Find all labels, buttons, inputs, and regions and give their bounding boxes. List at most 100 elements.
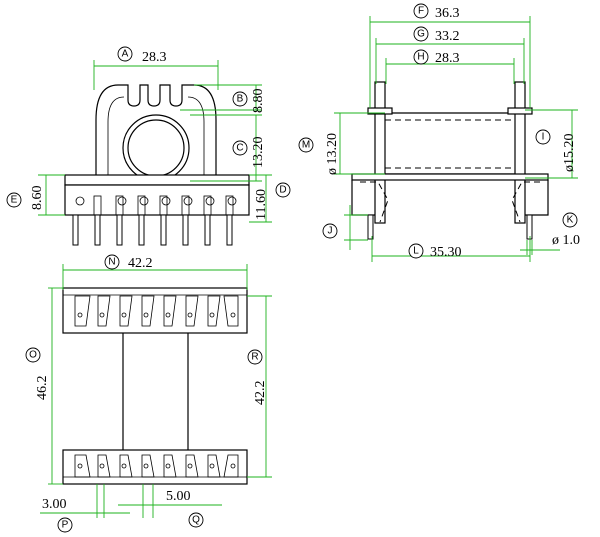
- dim-n-value: 42.2: [128, 256, 153, 271]
- dim-j: J: [322, 205, 368, 250]
- dim-p-value: 3.00: [42, 497, 67, 512]
- front-core-inner: [127, 119, 185, 177]
- marker-q: [188, 512, 204, 528]
- marker-q-letter: Q: [192, 515, 200, 526]
- pin: [204, 214, 211, 246]
- side-base-right: [525, 180, 549, 216]
- hidden-left: [360, 181, 389, 223]
- front-pins: [72, 214, 233, 246]
- dim-g: G 33.2: [375, 26, 525, 84]
- marker-l: [408, 243, 424, 259]
- marker-a-letter: A: [122, 49, 129, 60]
- dim-g-value: 33.2: [435, 29, 460, 44]
- marker-f: [413, 3, 429, 19]
- dim-n: N 42.2: [62, 254, 248, 290]
- dim-e: E 8.60: [6, 174, 65, 216]
- front-view: A 28.3 B 8.80 C 13.20 D 11.60: [6, 46, 291, 246]
- dim-a: A 28.3: [93, 46, 219, 90]
- marker-d: [275, 182, 291, 198]
- marker-e-letter: E: [11, 195, 18, 206]
- bottom-bottom-pins: [74, 454, 239, 478]
- bottom-view: N 42.2 O 46.2 R 42.2 3.00 P: [25, 254, 272, 533]
- dim-b: B 8.80: [180, 84, 266, 114]
- pin-hole: [75, 196, 85, 206]
- pin: [94, 214, 101, 246]
- dim-a-value: 28.3: [142, 50, 167, 65]
- front-core-outer: [122, 114, 190, 182]
- marker-k-letter: K: [567, 215, 574, 226]
- marker-o: [25, 347, 41, 363]
- pin-hole: [117, 196, 127, 206]
- marker-c: [232, 140, 248, 156]
- dim-p: 3.00 P: [40, 484, 130, 533]
- dim-q-value: 5.00: [166, 489, 191, 504]
- dim-h: H 28.3: [385, 49, 515, 84]
- marker-a: [117, 46, 133, 62]
- marker-f-letter: F: [418, 6, 424, 17]
- side-pin-left: [367, 214, 374, 240]
- pin: [72, 214, 79, 246]
- marker-b: [232, 91, 248, 107]
- pin-hole: [183, 196, 193, 206]
- pin: [138, 214, 145, 246]
- pin-hole: [139, 196, 149, 206]
- dim-o-value: 46.2: [35, 376, 50, 401]
- dim-h-value: 28.3: [435, 51, 460, 66]
- bottom-top-pins: [74, 295, 239, 327]
- dim-m-value: ø 13.20: [325, 133, 340, 175]
- marker-e: [6, 192, 22, 208]
- dim-c: C 13.20: [190, 114, 266, 182]
- marker-r-letter: R: [251, 352, 258, 363]
- side-base-left: [351, 180, 375, 216]
- right-flange-lip: [507, 107, 533, 115]
- pin: [116, 214, 123, 246]
- right-flange: [514, 81, 526, 224]
- side-base: [351, 173, 549, 181]
- marker-j-letter: J: [328, 226, 333, 237]
- pin: [160, 214, 167, 246]
- dim-k: K ø 1.0: [520, 212, 580, 255]
- front-body-inner-right: [187, 96, 205, 175]
- bottom-top-block: [62, 287, 248, 334]
- side-view: F 36.3 G 33.2 H 28.3 I ø15.20: [298, 3, 580, 262]
- dim-q: 5.00 Q: [118, 484, 222, 528]
- marker-h-letter: H: [417, 52, 424, 63]
- dim-r: R 42.2: [247, 295, 272, 478]
- marker-m-letter: M: [302, 140, 310, 151]
- marker-d-letter: D: [279, 185, 286, 196]
- dim-m: M ø 13.20: [298, 112, 385, 175]
- hidden-right: [511, 181, 540, 223]
- left-flange: [374, 81, 386, 224]
- pin-hole: [205, 196, 215, 206]
- front-base: [64, 184, 250, 216]
- dim-b-value: 8.80: [251, 89, 266, 114]
- marker-l-letter: L: [413, 246, 419, 257]
- marker-k: [562, 212, 578, 228]
- dim-c-value: 13.20: [251, 137, 266, 169]
- dim-l-value: 35.30: [430, 245, 462, 260]
- marker-i-letter: I: [542, 132, 545, 143]
- marker-o-letter: O: [29, 350, 37, 361]
- pin-hole: [161, 196, 171, 206]
- pin-hole: [227, 196, 237, 206]
- marker-j: [322, 223, 338, 239]
- marker-p: [57, 517, 73, 533]
- front-base-top: [64, 174, 250, 186]
- dim-f: F 36.3: [369, 3, 531, 108]
- dim-i: I ø15.20: [525, 109, 578, 179]
- front-body-inner-left: [107, 96, 125, 175]
- dim-i-value: ø15.20: [562, 134, 577, 173]
- dim-o: O 46.2: [25, 287, 63, 485]
- dim-d: D 11.60: [249, 174, 291, 223]
- marker-b-letter: B: [237, 94, 244, 105]
- marker-g-letter: G: [417, 29, 425, 40]
- left-flange-lip: [367, 107, 393, 115]
- dim-d-value: 11.60: [254, 189, 269, 220]
- marker-h: [413, 49, 429, 65]
- marker-g: [413, 26, 429, 42]
- marker-m: [298, 137, 314, 153]
- marker-n-letter: N: [108, 257, 115, 268]
- pin: [182, 214, 189, 246]
- dim-r-value: 42.2: [253, 381, 268, 406]
